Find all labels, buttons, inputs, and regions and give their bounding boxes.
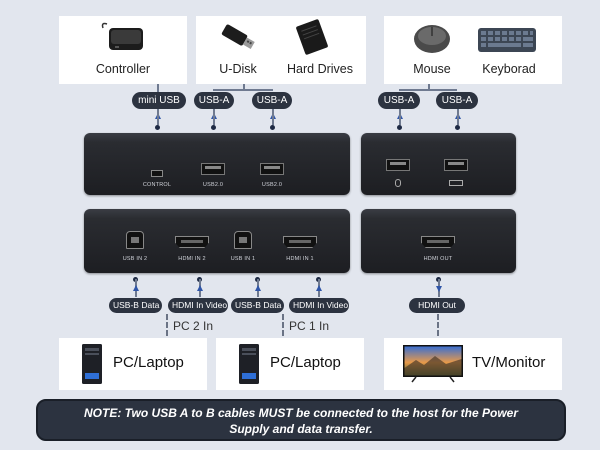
connector-line: [272, 109, 274, 125]
hdmi-in-video-pill-2: HDMI In Video: [289, 298, 349, 313]
storage-card: U-Disk Hard Drives: [196, 16, 366, 84]
pc-laptop-label-2: PC/Laptop: [270, 354, 341, 371]
keyboard-label: Keyborad: [482, 62, 536, 76]
extender-rear-panel: HDMI OUT: [361, 209, 516, 273]
usb-b-port-2: [126, 231, 144, 249]
mini-usb-port: [151, 170, 163, 177]
arrow-up-icon: [196, 285, 203, 291]
hdmi-port-1: [283, 236, 317, 248]
connector-line: [428, 84, 430, 90]
arrow-up-icon: [254, 285, 261, 291]
mouse-icon: [414, 25, 450, 53]
switch-rear-panel: USB IN 2 HDMI IN 2 USB IN 1 HDMI IN 1: [84, 209, 350, 273]
tv-monitor-card: TV/Monitor: [384, 338, 562, 390]
arrow-up-icon: [315, 285, 322, 291]
usb-a-port-4: [444, 159, 468, 171]
mini-usb-pill: mini USB: [132, 92, 186, 109]
udisk-label: U-Disk: [219, 62, 257, 76]
pc-1-in-label: PC 1 In: [289, 319, 330, 333]
hdmi-out-pill: HDMI Out: [409, 298, 465, 313]
usb-b-port-1: [234, 231, 252, 249]
arrow-up-icon: [132, 285, 139, 291]
input-devices-card: Mouse Keyborad: [384, 16, 562, 84]
hdmi-in-video-pill-1: HDMI In Video: [168, 298, 228, 313]
connector-line: [399, 89, 457, 91]
usb20-port-label-1: USB2.0: [202, 182, 224, 188]
tv-icon: [403, 345, 463, 383]
usb-a-port-2: [260, 163, 284, 175]
connector-dot: [155, 125, 160, 130]
connector-line: [213, 89, 273, 91]
pc-2-in-label: PC 2 In: [173, 319, 214, 333]
usb-a-pill-4: USB-A: [436, 92, 478, 109]
mouse-icon: [395, 179, 401, 187]
pc-tower-icon: [82, 344, 102, 384]
connector-line: [157, 109, 159, 125]
pc-laptop-card-2: PC/Laptop: [216, 338, 364, 390]
note-line-1: NOTE: Two USB A to B cables MUST be conn…: [83, 406, 519, 420]
controller-card: Controller: [59, 16, 187, 84]
connector-line: [457, 109, 459, 125]
connector-line: [243, 84, 245, 90]
hard-drives-label: Hard Drives: [287, 62, 353, 76]
usb-a-pill-2: USB-A: [252, 92, 292, 109]
usb-in-2-label: USB IN 2: [122, 256, 148, 262]
usb-b-data-pill-1: USB-B Data: [109, 298, 162, 313]
connector-line: [399, 109, 401, 125]
hdmi-out-label: HDMI OUT: [423, 256, 453, 262]
pc-tower-icon: [239, 344, 259, 384]
usb-in-1-label: USB IN 1: [230, 256, 256, 262]
keyboard-icon: [478, 28, 536, 52]
pc-laptop-card-1: PC/Laptop: [59, 338, 207, 390]
connector-dot: [397, 125, 402, 130]
usb-a-pill-3: USB-A: [378, 92, 420, 109]
connector-dot: [270, 125, 275, 130]
hdmi-in-2-label: HDMI IN 2: [178, 256, 206, 262]
hard-drive-icon: [296, 19, 328, 55]
control-port-label: CONTROL: [142, 182, 172, 188]
cable-line: [166, 314, 168, 336]
usb20-port-label-2: USB2.0: [261, 182, 283, 188]
hdmi-out-port: [421, 236, 455, 248]
hdmi-port-2: [175, 236, 209, 248]
controller-icon: [101, 22, 143, 50]
usb-a-pill-1: USB-A: [194, 92, 234, 109]
switch-front-panel: CONTROL USB2.0 USB2.0: [84, 133, 350, 195]
usb-a-port-1: [201, 163, 225, 175]
cable-line: [437, 314, 439, 336]
note-line-2: Supply and data transfer.: [229, 422, 373, 436]
usb-b-data-pill-2: USB-B Data: [231, 298, 284, 313]
usb-drive-icon: [221, 24, 255, 49]
connector-dot: [211, 125, 216, 130]
connector-line: [213, 109, 215, 125]
note-banner: NOTE: Two USB A to B cables MUST be conn…: [36, 399, 566, 441]
hdmi-in-1-label: HDMI IN 1: [286, 256, 314, 262]
keyboard-icon: [449, 180, 463, 186]
mouse-label: Mouse: [413, 62, 451, 76]
extender-front-panel: [361, 133, 516, 195]
cable-line: [282, 314, 284, 336]
connector-line: [157, 84, 159, 94]
pc-laptop-label-1: PC/Laptop: [113, 354, 184, 371]
arrow-down-icon: [435, 286, 442, 292]
controller-label: Controller: [95, 62, 151, 76]
usb-a-port-3: [386, 159, 410, 171]
connector-dot: [455, 125, 460, 130]
tv-monitor-label: TV/Monitor: [472, 354, 546, 371]
